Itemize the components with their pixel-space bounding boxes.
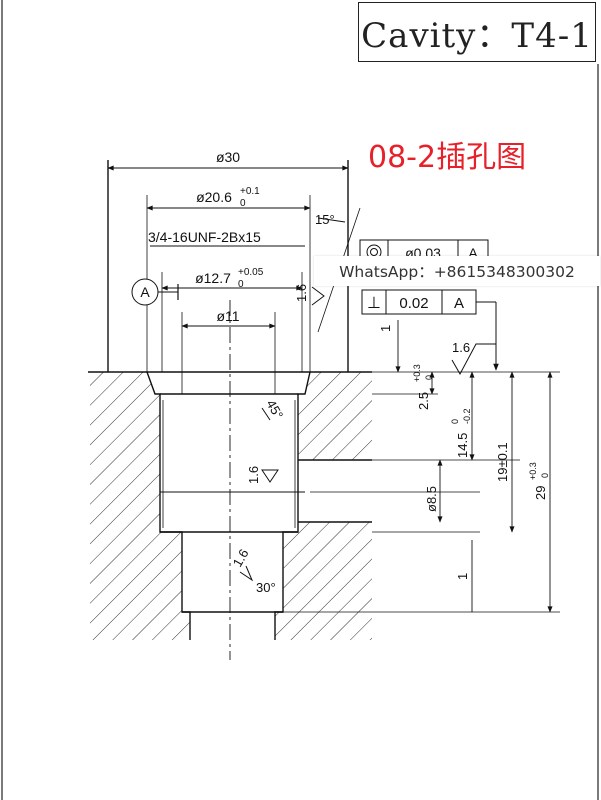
dim-d8-5: ø8.5 bbox=[424, 486, 439, 512]
roughness-lower: 1.6 bbox=[230, 546, 252, 569]
dim-depth-14-5-tol-lower: -0.2 bbox=[462, 408, 472, 424]
gdt-perpendicular-frame: ⊥ 0.02 A bbox=[361, 289, 499, 371]
dim-d11: ø11 bbox=[216, 308, 239, 324]
dim-depth-2-5-tol-lower: 0 bbox=[424, 375, 434, 380]
perpendicular-value: 0.02 bbox=[399, 295, 428, 312]
perpendicular-icon: ⊥ bbox=[367, 293, 381, 312]
dim-d20-6-tol-upper: +0.1 bbox=[240, 186, 260, 197]
dim-angle-15: 15° bbox=[315, 212, 335, 227]
roughness-symbols bbox=[239, 286, 496, 582]
dim-thread: 3/4-16UNF-2Bx15 bbox=[148, 229, 261, 245]
dim-d12-7: ø12.7 bbox=[195, 270, 231, 286]
whatsapp-text: WhatsApp：+8615348300302 bbox=[339, 263, 575, 281]
side-port-gap bbox=[298, 460, 372, 522]
perpendicular-datum: A bbox=[454, 295, 464, 312]
drawing-title: Cavity：T4-1 bbox=[361, 15, 593, 56]
dim-depth-2-5-tol-upper: +0.3 bbox=[412, 364, 422, 382]
dim-depth-14-5-tol-upper: 0 bbox=[450, 419, 460, 424]
dim-d12-7-tol-lower: 0 bbox=[238, 279, 244, 290]
dim-d20-6-tol-lower: 0 bbox=[240, 198, 246, 209]
roughness-bore: 1.6 bbox=[246, 466, 261, 484]
dim-depth-29-tol-upper: +0.3 bbox=[528, 462, 538, 480]
title-box: Cavity：T4-1 bbox=[358, 2, 596, 62]
material-section bbox=[90, 372, 372, 640]
dim-depth-14-5: 14.5 bbox=[455, 433, 470, 458]
left-body-hatch bbox=[90, 372, 190, 640]
dim-d20-6: ø20.6 bbox=[196, 189, 232, 205]
dim-gap-1-bottom: 1 bbox=[455, 573, 470, 580]
dim-gap-1-top: 1 bbox=[378, 325, 393, 332]
datum-a-label: A bbox=[140, 284, 150, 300]
dim-angle-45: 45° bbox=[263, 397, 286, 422]
dim-angle-30: 30° bbox=[256, 580, 276, 595]
roughness-thread: 1.6 bbox=[294, 284, 309, 302]
whatsapp-watermark: WhatsApp：+8615348300302 bbox=[314, 256, 600, 286]
extension-lines bbox=[146, 195, 560, 613]
dim-depth-2-5: 2.5 bbox=[416, 392, 431, 410]
dim-depth-29-tol-lower: 0 bbox=[540, 473, 550, 478]
dimension-lines bbox=[107, 165, 553, 613]
dim-depth-19: 19±0.1 bbox=[495, 442, 510, 482]
dimension-texts: ø30 ø20.6 +0.1 0 3/4-16UNF-2Bx15 ø12.7 +… bbox=[148, 149, 550, 595]
dim-d12-7-tol-upper: +0.05 bbox=[238, 267, 264, 278]
dim-depth-29: 29 bbox=[533, 486, 548, 500]
drawing-subtitle: 08-2插孔图 bbox=[368, 140, 527, 175]
datum-a-symbol: A bbox=[131, 278, 179, 306]
dim-d30: ø30 bbox=[216, 149, 240, 165]
roughness-top: 1.6 bbox=[452, 340, 470, 355]
concentricity-datum: A bbox=[468, 245, 478, 261]
